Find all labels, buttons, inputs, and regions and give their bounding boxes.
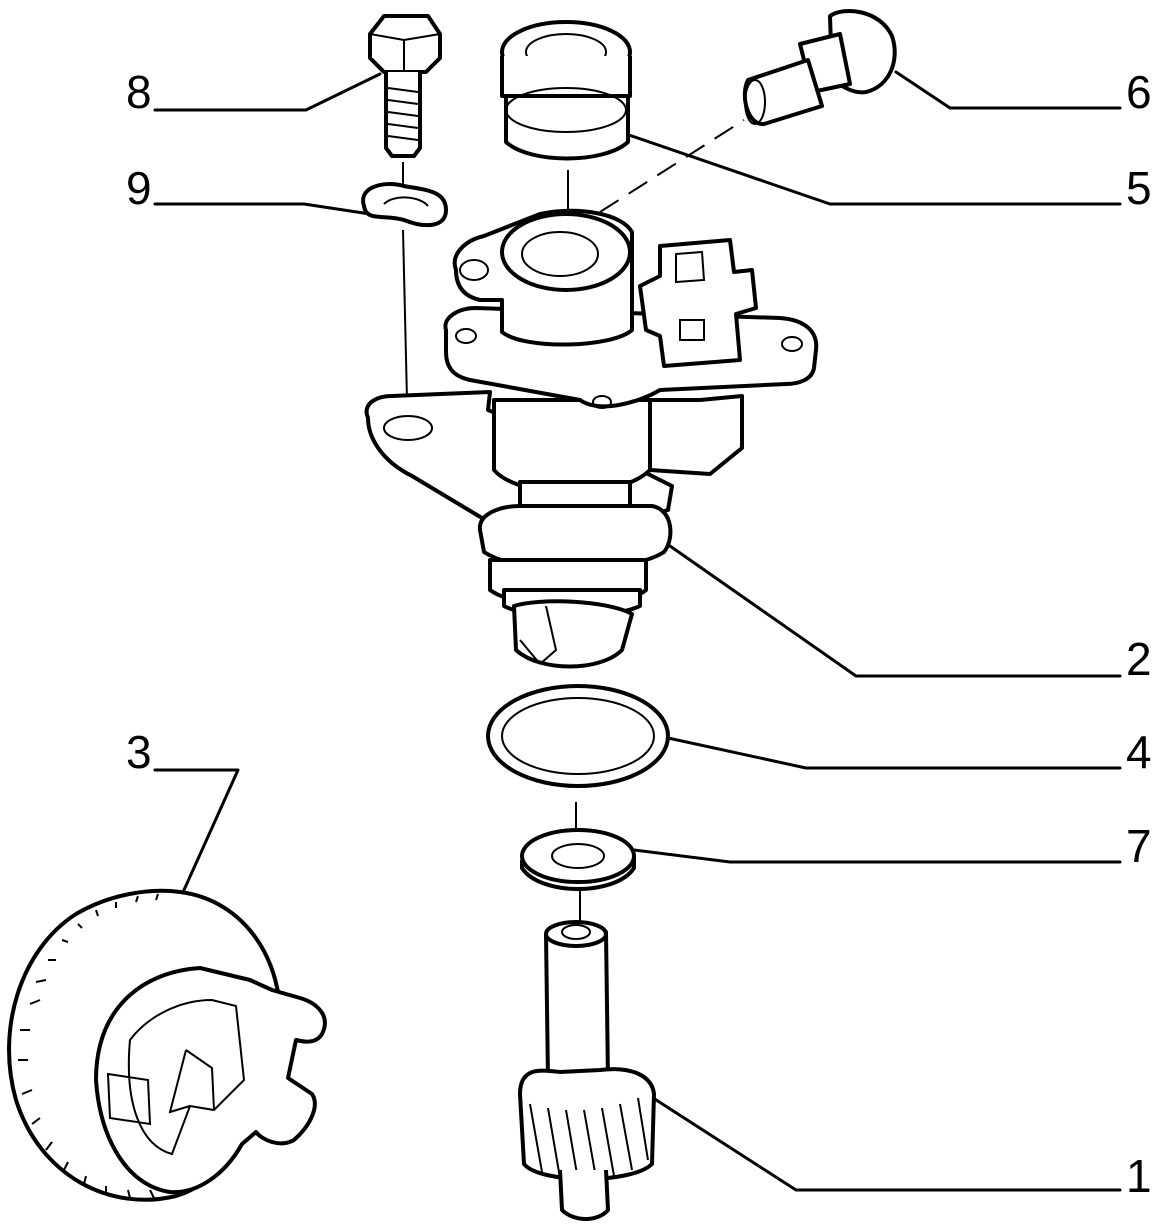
leader-1 xyxy=(648,1094,1122,1192)
leader-6 xyxy=(894,70,1122,110)
pin-6 xyxy=(742,8,897,126)
callout-6: 6 xyxy=(1126,66,1152,118)
washer-7 xyxy=(520,828,636,891)
o-ring-4 xyxy=(486,684,670,788)
callout-1: 1 xyxy=(1126,1150,1152,1202)
callout-7: 7 xyxy=(1126,820,1152,872)
drive-gear-3 xyxy=(7,888,327,1202)
callout-5: 5 xyxy=(1126,162,1152,214)
bolt-8 xyxy=(368,14,442,158)
leader-9 xyxy=(153,202,372,216)
callout-8: 8 xyxy=(126,66,152,118)
callout-4: 4 xyxy=(1126,726,1152,778)
leader-8 xyxy=(153,72,382,112)
leader-7 xyxy=(632,848,1122,864)
callout-2: 2 xyxy=(1126,633,1152,685)
leader-3 xyxy=(153,768,240,892)
washer-9 xyxy=(361,182,448,228)
cap-5 xyxy=(500,20,632,161)
leader-5 xyxy=(624,132,1122,206)
sensor-housing-2 xyxy=(364,208,819,669)
callout-9: 9 xyxy=(126,162,152,214)
callout-3: 3 xyxy=(126,726,152,778)
pinion-shaft-1 xyxy=(518,920,656,1221)
leader-lines xyxy=(153,70,1122,1192)
leader-2 xyxy=(668,544,1122,678)
leader-4 xyxy=(666,736,1122,770)
